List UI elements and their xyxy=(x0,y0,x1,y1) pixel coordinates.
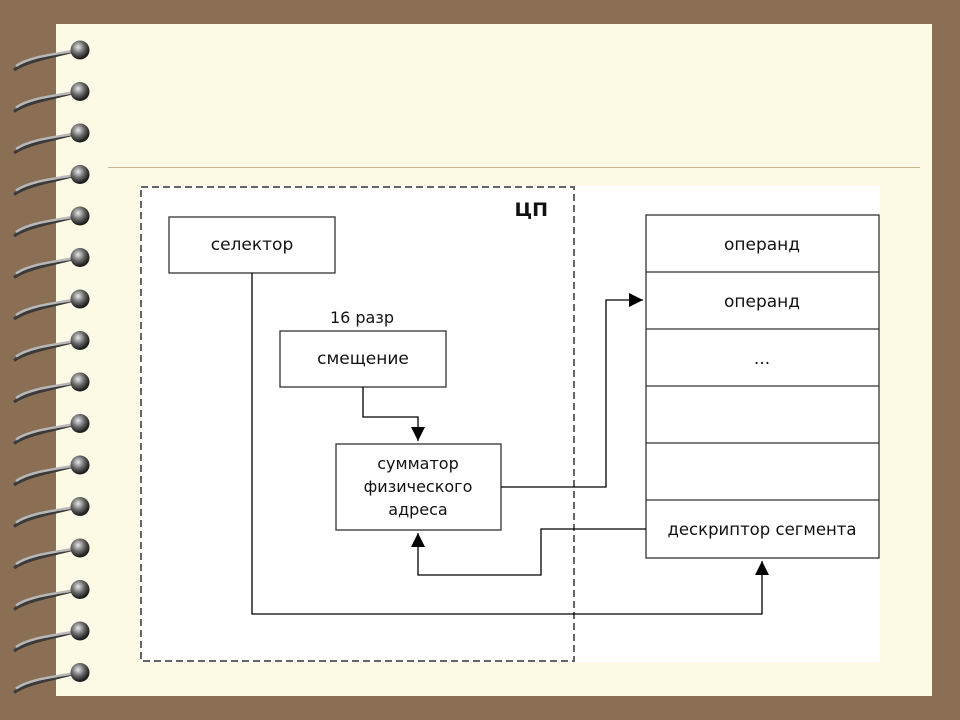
binding-ring xyxy=(13,248,90,279)
adder-label-line-3: адреса xyxy=(388,500,447,519)
binding-ring xyxy=(13,123,90,155)
binding-ring xyxy=(13,663,90,694)
offset-to-adder-arrow xyxy=(362,387,425,441)
binding-ring xyxy=(13,206,90,238)
selector-label: селектор xyxy=(211,235,294,255)
width-note: 16 разр xyxy=(330,308,394,327)
binding-ring xyxy=(13,497,90,528)
adder-label-line-1: сумматор xyxy=(377,454,458,473)
adder-label-line-2: физического xyxy=(364,477,473,496)
binding-ring xyxy=(13,165,90,196)
adder-box xyxy=(335,443,502,531)
cpu-label: ЦП xyxy=(514,199,548,221)
title-divider-line xyxy=(108,167,920,168)
binding-ring xyxy=(13,455,90,487)
memory-cell-operand-1: операнд xyxy=(724,235,800,255)
binding-ring xyxy=(13,538,90,570)
descriptor-to-adder-arrow xyxy=(411,528,646,576)
binding-ring xyxy=(13,621,90,653)
spiral-binding xyxy=(13,40,90,694)
binding-ring xyxy=(13,580,90,611)
selector-to-descriptor-arrow xyxy=(251,273,769,615)
binding-ring xyxy=(13,331,90,362)
binding-ring xyxy=(13,289,90,321)
binding-ring xyxy=(13,40,90,72)
adder-to-operand-arrow xyxy=(501,293,643,488)
cpu-boundary xyxy=(140,186,575,662)
offset-box xyxy=(279,330,447,388)
binding-ring xyxy=(13,372,90,404)
memory-cell-segment-descriptor: дескриптор сегмента xyxy=(667,520,856,539)
binding-ring xyxy=(13,82,90,113)
memory-cell-operand-2: операнд xyxy=(724,292,800,312)
offset-label: смещение xyxy=(317,349,409,369)
memory-cell-ellipsis: ... xyxy=(754,349,770,369)
binding-ring xyxy=(13,414,90,445)
